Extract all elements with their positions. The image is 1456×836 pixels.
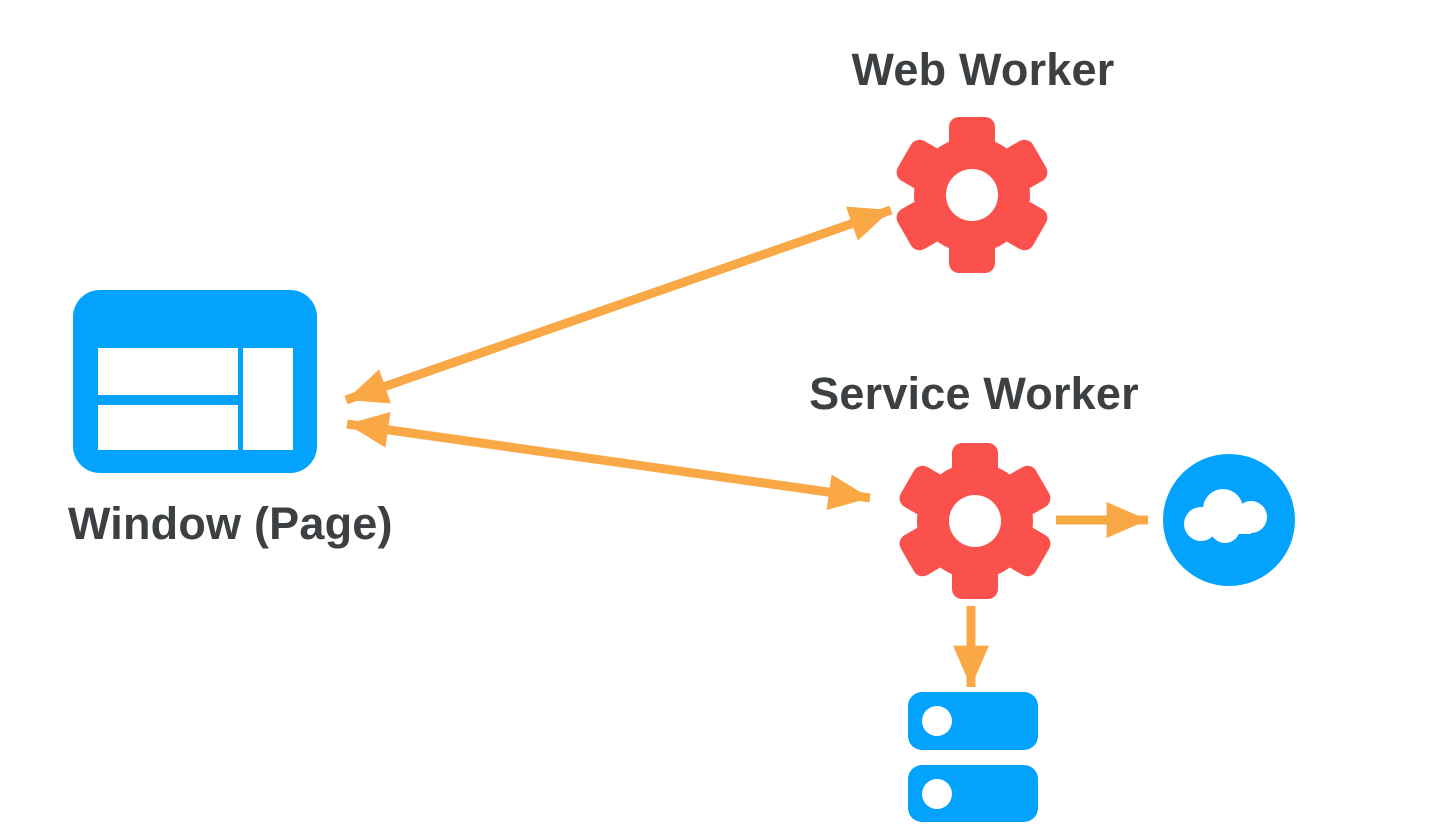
label-service-worker: Service Worker <box>809 368 1139 419</box>
browser-window-icon <box>73 290 317 473</box>
label-window-page: Window (Page) <box>68 498 393 549</box>
gear-icon-web-worker <box>896 117 1048 273</box>
cloud-icon <box>1163 454 1295 586</box>
arrow-window-serviceworker <box>346 411 871 511</box>
label-web-worker: Web Worker <box>851 44 1115 95</box>
gear-icon-service-worker <box>899 443 1051 599</box>
database-stack-icon <box>908 692 1038 822</box>
